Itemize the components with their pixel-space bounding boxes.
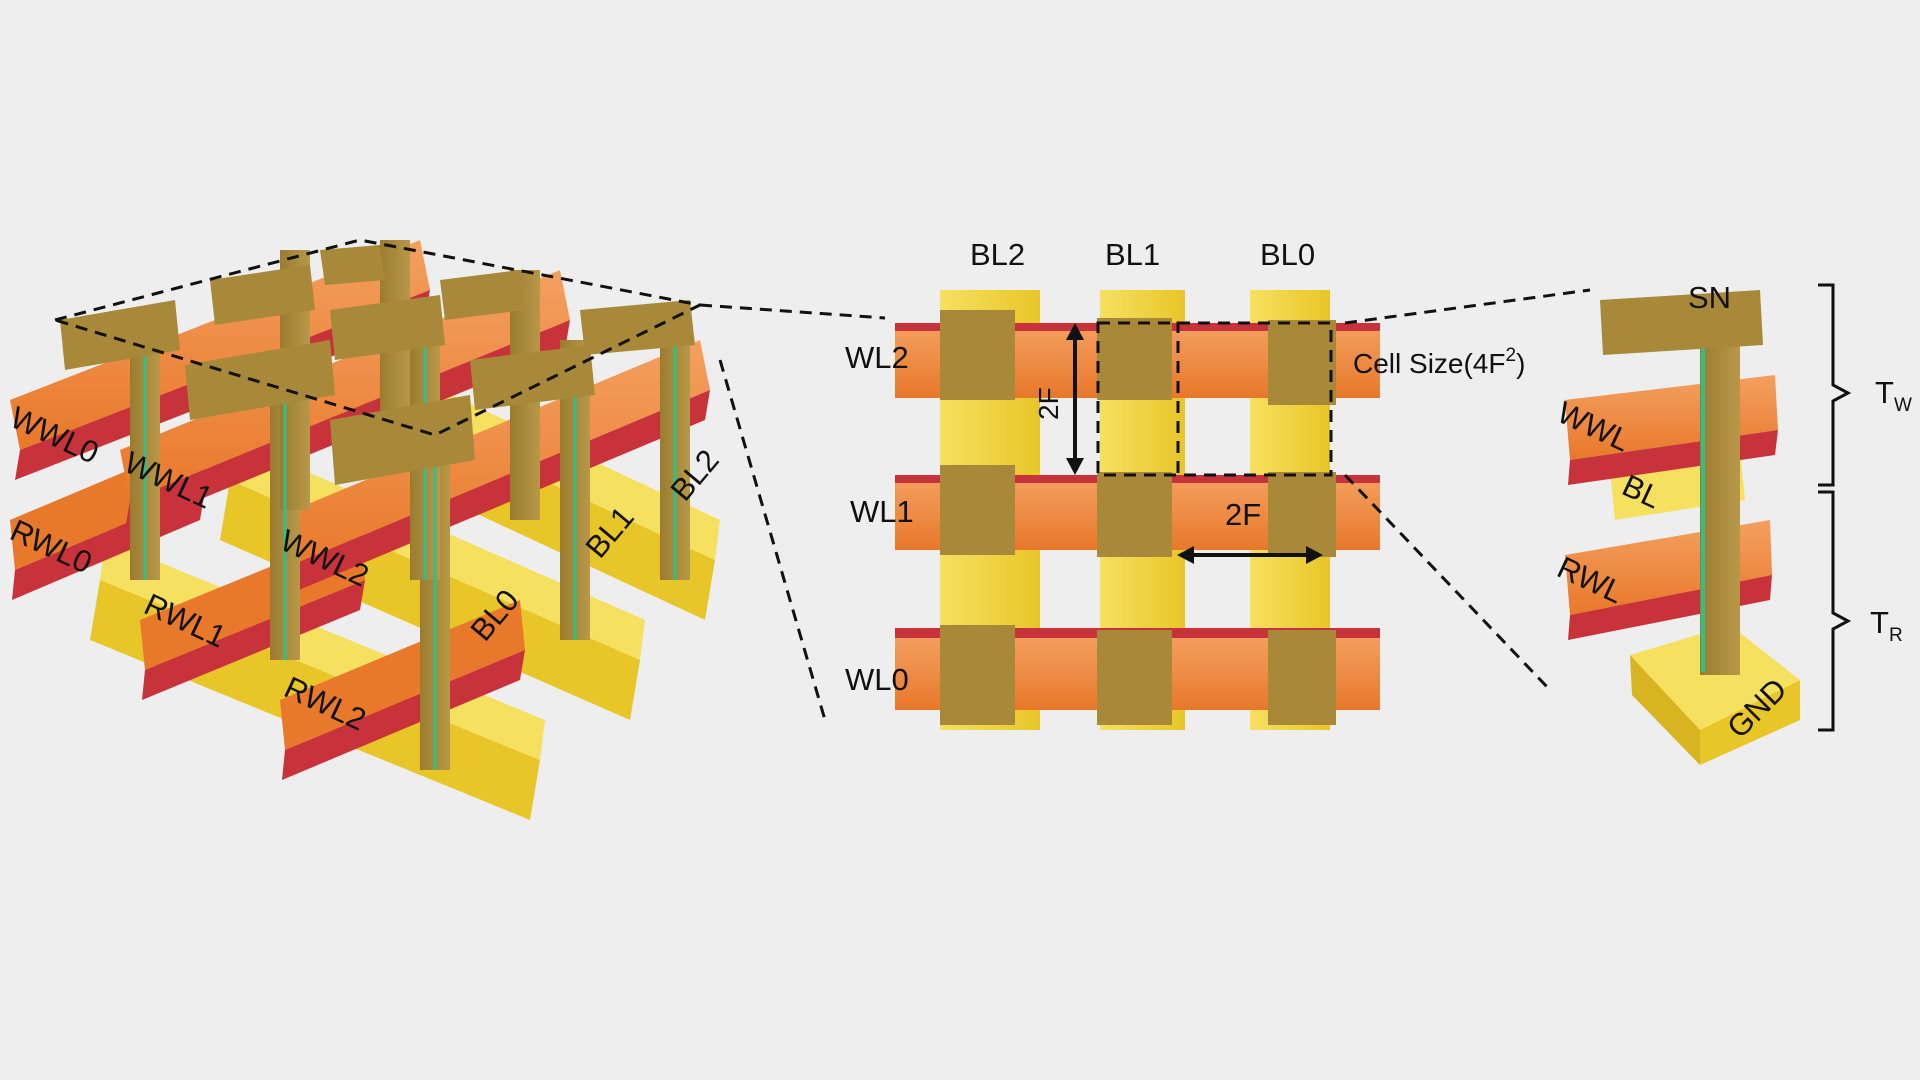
top-view: BL2 BL1 BL0 WL2 WL1 WL0 2F 2F Cell Size(… — [845, 237, 1525, 730]
topview-cell — [1097, 318, 1172, 400]
topview-cell — [940, 625, 1015, 725]
topview-cell — [1097, 630, 1172, 725]
write-transistor-brace — [1818, 283, 1852, 487]
array-sn-cap — [470, 345, 595, 410]
cell-view: SN WWL BL RWL GND TW TR — [1552, 280, 1912, 765]
zoom-line — [699, 303, 886, 320]
zoom-line — [1343, 473, 1552, 692]
array-wwl-bar — [270, 340, 710, 570]
array-sn-cap — [330, 395, 475, 485]
array-sn-cap — [185, 340, 335, 420]
array-sn-cap — [210, 265, 315, 325]
topview-wl1-label: WL1 — [850, 494, 914, 529]
topview-cell — [1268, 472, 1336, 557]
topview-cell — [1268, 630, 1336, 725]
unit-cell-outline-inner — [1176, 321, 1333, 477]
pitch-horizontal-label: 2F — [1225, 497, 1261, 532]
pitch-vertical-label: 2F — [1033, 387, 1064, 420]
cell-gnd-block — [1700, 680, 1800, 765]
array-rwl-bar — [282, 650, 525, 780]
cell-gnd-block — [1630, 625, 1800, 730]
read-transistor-label: TR — [1870, 605, 1903, 646]
topview-bl2-label: BL2 — [970, 237, 1025, 272]
read-transistor-brace — [1818, 490, 1852, 732]
array-rwl-bar — [142, 580, 365, 700]
array-sn-cap — [330, 295, 445, 360]
array-view: WWL0 WWL1 WWL2 RWL0 RWL1 RWL2 BL0 BL1 BL… — [5, 238, 726, 820]
array-wwl-bar — [120, 270, 570, 500]
topview-wl0-label: WL0 — [845, 662, 909, 697]
topview-wl2-label: WL2 — [845, 340, 909, 375]
array-rwl-bar — [280, 600, 525, 750]
cell-size-label: Cell Size(4F2) — [1353, 345, 1525, 379]
topview-bl0-label: BL0 — [1260, 237, 1315, 272]
topview-cell — [940, 310, 1015, 400]
cell-pillar — [1700, 300, 1740, 675]
cell-sn-cap — [1600, 290, 1763, 355]
topview-cell — [1097, 472, 1172, 557]
topview-cell — [940, 465, 1015, 555]
zoom-line — [718, 359, 827, 721]
write-transistor-label: TW — [1875, 375, 1912, 416]
zoom-line — [1344, 288, 1591, 325]
pitch-vertical-arrow — [1066, 323, 1084, 475]
pitch-horizontal-arrow — [1177, 546, 1323, 564]
topview-cells — [940, 310, 1336, 725]
array-wwl-bar — [10, 240, 430, 450]
array-sn-cap — [440, 270, 525, 320]
cell-gnd-block — [1630, 655, 1700, 765]
topview-bl1-label: BL1 — [1105, 237, 1160, 272]
cell-sn-label: SN — [1688, 280, 1731, 315]
topview-cell — [1268, 320, 1336, 405]
array-sn-cap — [320, 245, 385, 285]
array-storage-nodes — [60, 245, 695, 485]
array-sn-cap — [60, 300, 180, 370]
array-sn-cap — [580, 300, 695, 355]
array-wwl-bar — [275, 390, 710, 600]
